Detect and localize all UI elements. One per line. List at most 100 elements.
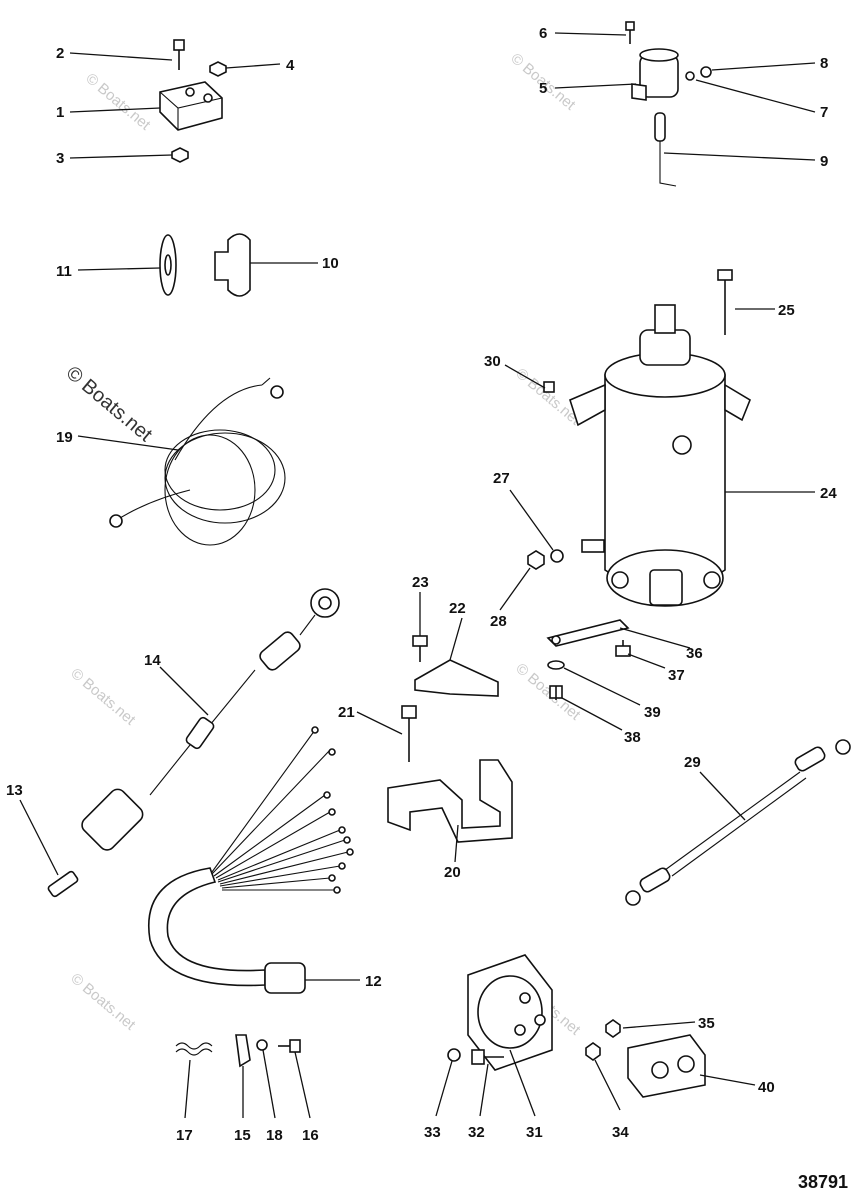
wire-end-9 xyxy=(328,874,336,882)
callout-24: 24 xyxy=(820,485,837,502)
callout-16: 16 xyxy=(302,1127,319,1144)
boot-40-cap-1 xyxy=(651,1061,669,1079)
starter-pinion xyxy=(654,304,676,334)
callout-15: 15 xyxy=(234,1127,251,1144)
bolt-32-head xyxy=(471,1049,485,1065)
callout-29: 29 xyxy=(684,754,701,771)
callout-18: 18 xyxy=(266,1127,283,1144)
wire-end-6 xyxy=(343,836,351,844)
callout-21: 21 xyxy=(338,704,355,721)
ring-terminal-top xyxy=(270,385,284,399)
relay-terminal-1 xyxy=(185,87,195,97)
callout-34: 34 xyxy=(612,1124,629,1141)
callout-39: 39 xyxy=(644,704,661,721)
cable-29-lug-top xyxy=(794,746,826,772)
wire-9-sleeve xyxy=(654,112,666,142)
cable-29-wire-a xyxy=(664,771,801,871)
callout-35: 35 xyxy=(698,1015,715,1032)
starter-drive-end xyxy=(639,329,691,366)
clamp-20 xyxy=(387,759,513,843)
watermarks: © Boats.net © Boats.net © Boats.net © Bo… xyxy=(62,50,584,1039)
callout-9: 9 xyxy=(820,153,828,170)
fuse-ring-hole xyxy=(318,596,332,610)
washer-7 xyxy=(685,71,695,81)
fuse-lead-3 xyxy=(149,744,191,796)
coil-loop-3 xyxy=(164,434,256,546)
wire-end-7 xyxy=(346,848,354,856)
relay-assembly xyxy=(159,39,227,163)
screw-21-head xyxy=(401,705,417,719)
callout-36: 36 xyxy=(686,645,703,662)
starter-motor-assembly xyxy=(543,269,751,607)
wire-end-1 xyxy=(311,726,319,734)
callout-30: 30 xyxy=(484,353,501,370)
clip-15 xyxy=(235,1034,251,1068)
watermark-5: © Boats.net xyxy=(67,665,139,729)
spring-17 xyxy=(175,1042,213,1056)
nut-28 xyxy=(527,550,545,570)
relay-terminal-2 xyxy=(203,93,213,103)
screw-23-head xyxy=(412,635,428,647)
callout-10: 10 xyxy=(322,255,339,272)
solenoid-top xyxy=(639,48,679,62)
starter-terminal xyxy=(672,435,692,455)
watermark-3: © Boats.net xyxy=(62,362,157,446)
watermark-1: © Boats.net xyxy=(82,70,154,134)
starter-bolt-left xyxy=(611,571,629,589)
cable-lead-bottom xyxy=(119,489,191,519)
callout-38: 38 xyxy=(624,729,641,746)
callout-1: 1 xyxy=(56,104,64,121)
washer-27 xyxy=(550,549,564,563)
watermark-6: © Boats.net xyxy=(512,660,584,724)
wire-end-5 xyxy=(338,826,346,834)
cable-29 xyxy=(625,739,851,906)
starter-shaft xyxy=(649,569,683,606)
nut-34 xyxy=(585,1042,601,1061)
callout-13: 13 xyxy=(6,782,23,799)
cable-29-ring-top xyxy=(835,739,851,755)
callout-11: 11 xyxy=(56,263,72,280)
coil-loop-1 xyxy=(164,429,276,511)
diagram-code: 38791 xyxy=(798,1172,848,1192)
callout-17: 17 xyxy=(176,1127,193,1144)
wire-end-3 xyxy=(323,791,331,799)
wire-9 xyxy=(659,141,677,187)
harness-12 xyxy=(148,726,354,994)
harness-wires xyxy=(211,729,349,891)
starter-stud xyxy=(581,539,605,553)
harness-connector xyxy=(264,962,306,994)
callout-14: 14 xyxy=(144,652,161,669)
wire-end-8 xyxy=(338,862,346,870)
washer-39 xyxy=(547,660,565,670)
callout-28: 28 xyxy=(490,613,507,630)
washer-18 xyxy=(256,1039,268,1051)
fuse-holder-14 xyxy=(81,588,340,851)
callout-20: 20 xyxy=(444,864,461,881)
coil-loop-2 xyxy=(164,432,286,524)
cable-29-lug-bottom xyxy=(639,867,671,893)
callout-23: 23 xyxy=(412,574,429,591)
callout-22: 22 xyxy=(449,600,466,617)
screw-16-head xyxy=(289,1039,301,1053)
small-hardware xyxy=(175,1034,301,1068)
cable-lug-top-stem xyxy=(261,377,271,386)
bracket-22 xyxy=(414,659,499,697)
fuse-holder-body xyxy=(81,788,144,851)
callout-8: 8 xyxy=(820,55,828,72)
callout-3: 3 xyxy=(56,150,64,167)
screw-head-2 xyxy=(173,39,185,51)
callout-7: 7 xyxy=(820,104,828,121)
callout-5: 5 xyxy=(539,80,547,97)
coiled-cable-19 xyxy=(109,377,286,546)
fuse-lead-1 xyxy=(299,614,316,636)
starter-mount-left xyxy=(569,383,606,427)
fuse-lead-2 xyxy=(209,669,256,726)
starter-mount-right xyxy=(724,383,751,422)
solenoid-post-1 xyxy=(519,992,531,1004)
fuse-barrel xyxy=(185,716,215,750)
callout-6: 6 xyxy=(539,25,547,42)
solenoid-bracket xyxy=(631,83,647,101)
starter-solenoid-assembly xyxy=(447,954,706,1098)
grommet-10 xyxy=(214,233,251,297)
